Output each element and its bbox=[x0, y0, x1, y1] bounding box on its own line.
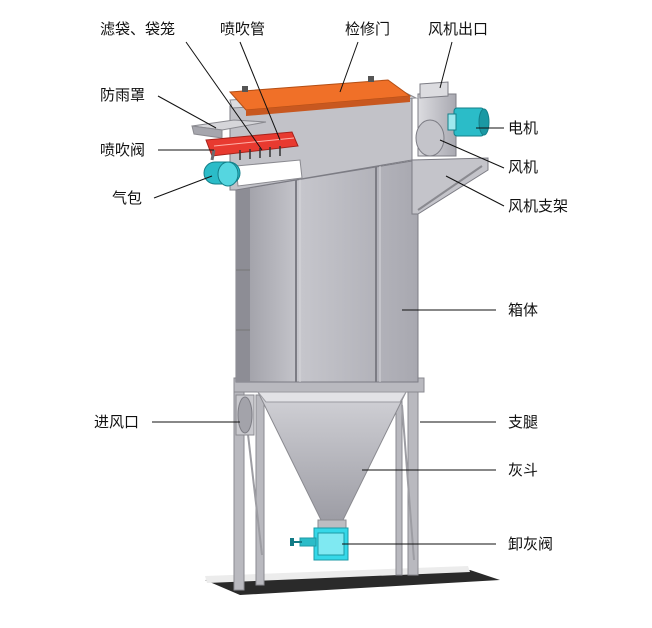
label-air-inlet: 进风口 bbox=[94, 413, 140, 431]
rain-cover bbox=[191, 119, 267, 139]
label-access-door: 检修门 bbox=[345, 20, 391, 38]
label-filter-bag-cage: 滤袋、袋笼 bbox=[100, 20, 176, 38]
leader-lines bbox=[152, 41, 505, 545]
label-blow-pipe: 喷吹管 bbox=[220, 20, 266, 38]
label-air-bag: 气包 bbox=[112, 189, 143, 207]
motor bbox=[447, 107, 490, 137]
label-fan-outlet: 风机出口 bbox=[428, 20, 489, 38]
ash-hopper bbox=[256, 391, 407, 531]
label-fan-bracket: 风机支架 bbox=[508, 197, 569, 215]
fan-bracket bbox=[411, 157, 489, 215]
label-support-leg: 支腿 bbox=[508, 413, 539, 431]
blow-pipe bbox=[205, 131, 299, 160]
air-bag bbox=[203, 149, 241, 187]
label-pulse-valve: 喷吹阀 bbox=[100, 141, 146, 159]
air-inlet bbox=[235, 394, 255, 436]
access-door bbox=[228, 76, 412, 116]
discharge-valve bbox=[290, 527, 349, 561]
label-ash-hopper: 灰斗 bbox=[508, 461, 539, 479]
label-housing: 箱体 bbox=[508, 301, 539, 319]
housing bbox=[235, 159, 419, 383]
label-motor: 电机 bbox=[508, 119, 539, 137]
base-shadow bbox=[205, 566, 500, 595]
label-rain-cover: 防雨罩 bbox=[100, 86, 146, 104]
label-discharge-valve: 卸灰阀 bbox=[508, 535, 554, 553]
label-fan: 风机 bbox=[508, 158, 539, 176]
